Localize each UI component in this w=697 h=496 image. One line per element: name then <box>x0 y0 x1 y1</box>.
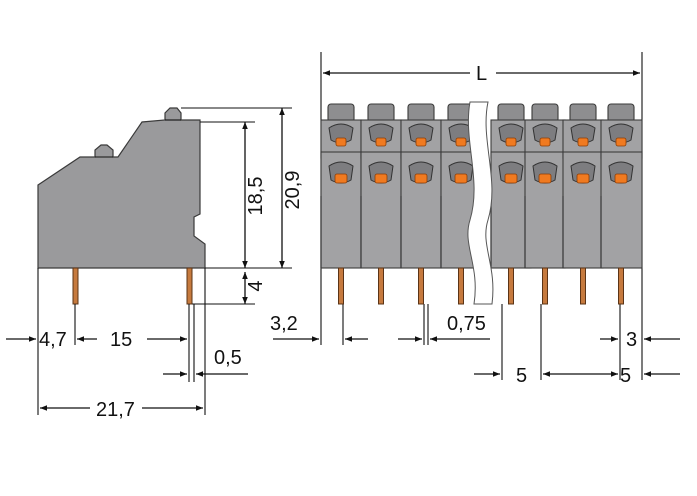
dim-L: L <box>476 63 487 85</box>
lower-release-button <box>504 173 518 184</box>
upper-clamp-opening <box>498 123 524 144</box>
upper-clamp-opening <box>608 123 634 144</box>
upper-release-button <box>539 137 551 147</box>
upper-clamp-opening <box>570 123 596 144</box>
module-cap <box>569 103 597 123</box>
lower-release-button <box>538 173 552 184</box>
upper-clamp-opening <box>532 123 558 144</box>
upper-release-button <box>335 137 347 147</box>
side-pin-right <box>186 267 193 305</box>
dim-15: 15 <box>110 329 132 351</box>
front-pin <box>418 267 424 305</box>
lower-release-button <box>454 173 468 184</box>
lower-release-button <box>374 173 388 184</box>
dim-0-75: 0,75 <box>447 313 486 335</box>
lower-release-button <box>334 173 348 184</box>
side-pin-left <box>72 267 79 305</box>
front-pin <box>338 267 344 305</box>
side-view-housing <box>37 107 206 269</box>
dim-5-left: 5 <box>516 365 527 387</box>
lower-release-button <box>576 173 590 184</box>
dim-0-5: 0,5 <box>214 347 242 369</box>
module-cap <box>327 103 355 123</box>
upper-clamp-opening <box>328 123 354 144</box>
module-lower-level <box>490 151 532 269</box>
dim-3-2: 3,2 <box>270 313 298 335</box>
module-cap <box>497 103 525 123</box>
dim-21-7: 21,7 <box>96 399 135 421</box>
upper-release-button <box>455 137 467 147</box>
front-view <box>273 52 680 380</box>
front-pin <box>458 267 464 305</box>
break-gap <box>467 101 494 305</box>
module-cap <box>407 103 435 123</box>
upper-release-button <box>375 137 387 147</box>
upper-release-button <box>615 137 627 147</box>
dim-20-9: 20,9 <box>282 171 304 210</box>
dim-5-right: 5 <box>620 365 631 387</box>
dim-4-7: 4,7 <box>39 329 67 351</box>
lower-release-button <box>614 173 628 184</box>
dim-18-5: 18,5 <box>245 177 267 216</box>
dim-4: 4 <box>245 280 267 291</box>
module-cap <box>607 103 635 123</box>
upper-release-button <box>505 137 517 147</box>
front-pin <box>378 267 384 305</box>
upper-clamp-opening <box>368 123 394 144</box>
upper-release-button <box>415 137 427 147</box>
dim-3: 3 <box>626 329 637 351</box>
upper-clamp-opening <box>408 123 434 144</box>
module-cap <box>531 103 559 123</box>
module-cap <box>367 103 395 123</box>
front-pin <box>542 267 548 305</box>
front-pin <box>618 267 624 305</box>
upper-release-button <box>577 137 589 147</box>
lower-release-button <box>414 173 428 184</box>
front-pin <box>508 267 514 305</box>
side-view <box>6 107 292 420</box>
front-pin <box>580 267 586 305</box>
